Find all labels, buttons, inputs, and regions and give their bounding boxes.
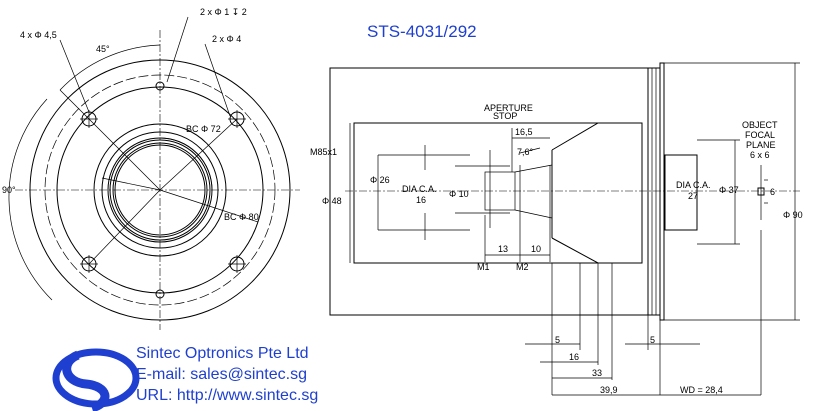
label-size-6: 6 (770, 187, 775, 197)
label-angle-7-6: 7,6° (517, 147, 534, 157)
company-url[interactable]: URL: http://www.sintec.sg (136, 387, 319, 404)
label-dia-ca-16-a: DIA C.A. (402, 184, 437, 194)
label-len-13: 13 (498, 244, 508, 254)
small-hole-bottom (155, 289, 165, 299)
rear-aperture (664, 154, 698, 231)
label-len-10: 10 (531, 244, 541, 254)
label-dia-ca-27-b: 27 (688, 191, 698, 201)
label-len-16: 16 (569, 352, 579, 362)
cone-bottom (551, 237, 640, 264)
small-hole-top (155, 81, 165, 91)
sintec-logo (52, 348, 140, 411)
label-thread: M85x1 (310, 147, 337, 157)
label-len-33: 33 (592, 368, 602, 378)
label-angle-90: 90° (2, 185, 16, 195)
side-view (329, 62, 800, 396)
bore-section (353, 122, 643, 264)
bore-circle-a (109, 139, 211, 241)
barrel-circle-mid (101, 131, 219, 249)
label-dia-26: Φ 26 (370, 175, 390, 185)
logo-swirl (62, 350, 110, 411)
label-object-b: FOCAL (745, 130, 775, 140)
label-m1: M1 (477, 262, 490, 272)
company-name: Sintec Optronics Pte Ltd (136, 345, 309, 362)
label-bc-72: BC Φ 72 (186, 124, 221, 134)
bore-circle-c (114, 144, 206, 236)
label-m2: M2 (516, 262, 529, 272)
leader-tapped (166, 16, 189, 83)
angle-90-arc (8, 98, 53, 301)
thread-shading (159, 137, 213, 191)
label-object-a: OBJECT (742, 120, 778, 130)
flange-front (647, 67, 661, 316)
label-dia-48: Φ 48 (322, 196, 342, 206)
outer-flange-circle (29, 59, 291, 321)
label-aperture-a: APERTURE (484, 103, 533, 113)
label-len-5b: 5 (650, 335, 655, 345)
label-dia-37: Φ 37 (719, 185, 739, 195)
label-len-5a: 5 (555, 335, 560, 345)
label-angle-45: 45° (96, 44, 110, 54)
cone-top (551, 122, 640, 151)
label-dia-ca-16-b: 16 (416, 195, 426, 205)
label-dia-ca-27-a: DIA C.A. (676, 180, 711, 190)
leader-4x45 (59, 39, 90, 113)
angle-45-arc (59, 44, 161, 91)
drawing-title: STS-4031/292 (367, 22, 477, 41)
label-dia-90: Φ 90 (783, 210, 803, 220)
label-aperture-b: STOP (493, 111, 517, 121)
bolt-circle-80 (44, 74, 276, 306)
flange-rim (659, 62, 665, 321)
label-len-16-5: 16,5 (515, 127, 533, 137)
barrel-circle-outer (93, 123, 227, 257)
inner-ring-circle (56, 86, 264, 294)
label-bc-80: BC Φ 80 (224, 212, 259, 222)
label-holes-tapped: 2 x Φ 1 ↧ 2 (200, 7, 247, 17)
label-wd: WD = 28,4 (680, 385, 723, 395)
label-object-c: PLANE (746, 140, 776, 150)
leader-2x4 (204, 43, 231, 117)
company-email[interactable]: E-mail: sales@sintec.sg (136, 366, 307, 383)
label-dia-10: Φ 10 (449, 189, 469, 199)
label-len-39-9: 39,9 (600, 385, 618, 395)
bore-circle-b (112, 142, 208, 238)
front-view (8, 16, 300, 330)
label-object-d: 6 x 6 (750, 150, 770, 160)
label-holes-large: 4 x Φ 4,5 (20, 30, 57, 40)
label-holes-small: 2 x Φ 4 (212, 34, 241, 44)
